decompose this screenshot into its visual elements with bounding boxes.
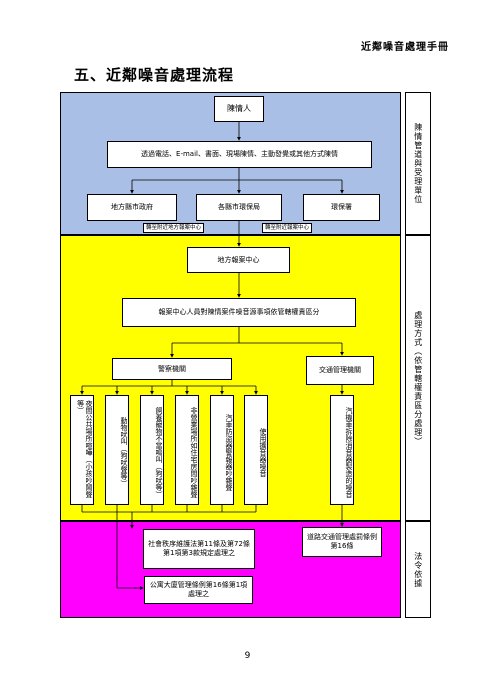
traffic-box: 交通管理機關 bbox=[306, 356, 374, 385]
police-box: 警察機關 bbox=[112, 358, 232, 380]
transfer-left-note: 轉至附近地方報案中心 bbox=[143, 223, 205, 233]
classify-box: 報案中心人員對陳情案件噪音源事項依管轄權責區分 bbox=[122, 298, 356, 327]
complainant-box: 陳情人 bbox=[214, 96, 264, 122]
law-social-order-box: 社會秩序維護法第11條及第72條第1項第3款規定處理之 bbox=[143, 529, 255, 569]
section-title: 五、近鄰噪音處理流程 bbox=[74, 66, 235, 84]
local-gov-box: 地方縣市政府 bbox=[87, 194, 177, 221]
police-item-2: 動物吠叫（狗吠聲等） bbox=[105, 395, 129, 505]
epa-box: 環保署 bbox=[303, 194, 380, 221]
side-label-handling: 處理方式（依管轄權責區分處理） bbox=[405, 235, 431, 521]
police-item-1: 夜間公共場所喧嘩（小孩吵鬧聲等） bbox=[70, 395, 94, 505]
transfer-right-note: 轉至附近報案中心 bbox=[262, 223, 313, 233]
law-road-traffic-box: 道路交通管理處罰條例第16條 bbox=[302, 527, 382, 557]
police-item-4: 非營業場所如住宅房間吵雜聲 bbox=[175, 395, 199, 505]
side-label-law: 法令依據 bbox=[405, 521, 431, 618]
law-building-box: 公寓大廈管理條例第16條第1項處理之 bbox=[144, 576, 253, 604]
police-item-6: 使用擴音器噪音 bbox=[244, 395, 268, 505]
side-label-channels: 陳情管道與受理單位 bbox=[405, 92, 431, 235]
traffic-item: 汽機車拆除消音器製造的噪音 bbox=[330, 395, 354, 505]
county-epb-box: 各縣市環保局 bbox=[196, 194, 282, 221]
police-item-3: 飼養寵物不當鳴叫（狗吠等） bbox=[140, 395, 164, 505]
page-number: 9 bbox=[244, 651, 251, 661]
manual-header: 近鄰噪音處理手冊 bbox=[361, 42, 449, 53]
channels-box: 透過電話、E-mail、書面、現場陳情、主動發覺或其他方式陳情 bbox=[107, 141, 372, 168]
report-center-box: 地方報案中心 bbox=[187, 247, 290, 273]
police-item-5: 汽車防盜器警報器吵雜聲 bbox=[210, 395, 234, 505]
